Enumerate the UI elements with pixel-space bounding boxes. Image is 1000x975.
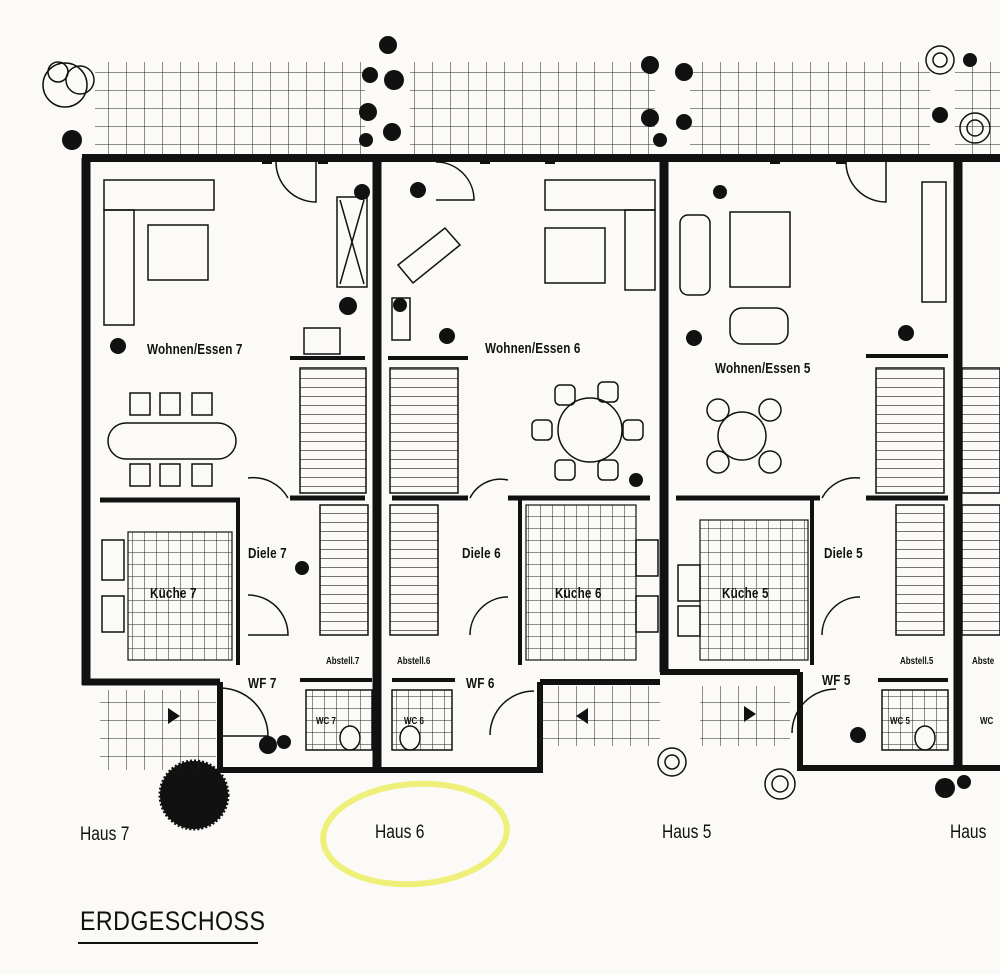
building-walls (81, 154, 1000, 773)
house-label-5: Haus 5 (662, 822, 712, 843)
room-label-living-6: Wohnen/Essen 6 (485, 340, 581, 357)
door-swings (219, 476, 861, 737)
furniture-haus-6 (391, 161, 656, 481)
room-label-wc-room-6: WF 6 (466, 675, 495, 692)
window-markers (262, 154, 846, 164)
room-label-storage-6: Abstell.6 (397, 656, 431, 667)
highlight-circle-haus-6 (320, 780, 510, 888)
room-label-wc-room-7: WF 7 (248, 675, 277, 692)
room-label-kitchen-5: Küche 5 (722, 585, 769, 602)
entrance-arrow-icons (168, 706, 756, 724)
room-label-kitchen-7: Küche 7 (150, 585, 197, 602)
room-label-storage-5: Abstell.5 (900, 656, 934, 667)
floor-title: ERDGESCHOSS (80, 906, 266, 936)
kitchen-appliances (101, 539, 701, 637)
room-label-wc-7: WC 7 (316, 716, 336, 727)
room-label-storage-4: Abste (972, 656, 995, 667)
furniture-haus-5 (679, 161, 947, 474)
floor-title-underline (78, 942, 258, 944)
room-label-living-5: Wohnen/Essen 5 (715, 360, 811, 377)
house-label-6: Haus 6 (375, 822, 425, 843)
room-label-hall-6: Diele 6 (462, 545, 501, 562)
room-label-wc-room-5: WF 5 (822, 672, 851, 689)
house-label-7: Haus 7 (80, 824, 130, 845)
room-label-hall-5: Diele 5 (824, 545, 863, 562)
room-label-wc-4: WC (980, 716, 994, 727)
room-label-kitchen-6: Küche 6 (555, 585, 602, 602)
furniture-haus-7 (103, 161, 368, 487)
large-tree-icon (158, 759, 230, 831)
house-label-4: Haus (950, 822, 987, 843)
wc-fixtures (305, 689, 949, 751)
room-label-hall-7: Diele 7 (248, 545, 287, 562)
tree-icons (42, 45, 991, 800)
room-label-wc-6: WC 6 (404, 716, 424, 727)
room-label-living-7: Wohnen/Essen 7 (147, 341, 243, 358)
staircases (299, 367, 1000, 636)
room-label-storage-7: Abstell.7 (326, 656, 360, 667)
terrace-paving (95, 62, 1000, 154)
shrub-icons (62, 36, 977, 798)
room-label-wc-5: WC 5 (890, 716, 910, 727)
kitchen-tiles (127, 504, 809, 661)
